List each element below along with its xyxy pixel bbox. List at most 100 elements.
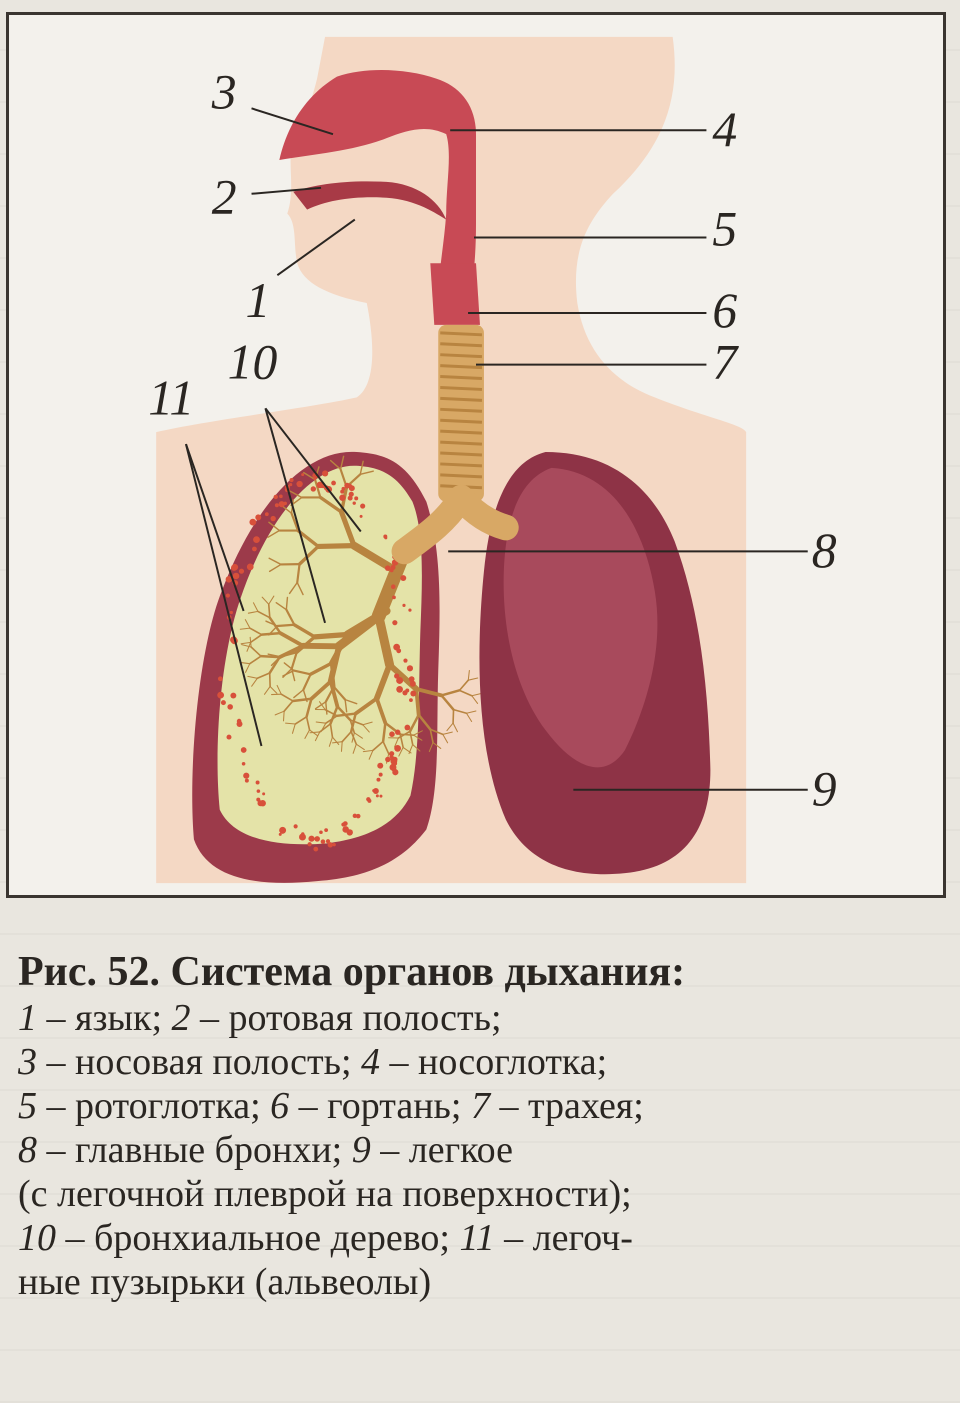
caption-number: 7 [470, 1085, 490, 1127]
label-8: 8 [812, 523, 837, 578]
figure-frame: 3 2 1 4 5 6 7 10 11 8 9 [6, 12, 946, 898]
bronchus-branch [247, 675, 258, 679]
bronchus-branch [394, 737, 399, 748]
alveolus [226, 734, 232, 740]
bronchus-branch [413, 734, 423, 741]
bronchus-branch [309, 729, 318, 737]
bronchus-branch [413, 730, 423, 736]
bronchial-tree [239, 455, 482, 764]
caption-line: ные пузырьки (альвеолы) [18, 1261, 432, 1303]
bronchus-branch [398, 746, 404, 757]
alveolus [342, 826, 349, 833]
label-3: 3 [211, 64, 237, 119]
bronchus-branch [408, 713, 420, 733]
alveolus [249, 518, 257, 526]
alveolus [320, 839, 326, 844]
bronchus-branch [291, 667, 296, 682]
bronchus-branch [412, 744, 421, 752]
bronchus-branch [362, 721, 373, 726]
bronchus-branch [314, 731, 321, 742]
alveolus [354, 496, 359, 501]
caption-line: 1 – язык; 2 – ротовая полость; [18, 996, 938, 1040]
alveolus [220, 700, 226, 706]
bronchus-branch [251, 677, 258, 687]
bronchus-branch [309, 731, 321, 734]
alveolus [396, 676, 404, 684]
bronchus-branch [288, 581, 298, 595]
caption-title: Рис. 52. Система органов дыхания: [18, 949, 686, 995]
alveolus [375, 794, 379, 798]
bronchus-branch [351, 732, 355, 743]
alveolus [355, 813, 361, 819]
bronchus-branch [368, 749, 374, 760]
label-9: 9 [812, 762, 837, 817]
alveolus [246, 563, 254, 571]
alveolus [262, 792, 266, 796]
alveolus [392, 620, 398, 626]
alveolus [259, 800, 266, 807]
bronchus-branch [291, 723, 296, 734]
trachea [438, 324, 484, 502]
bronchus-branch [373, 661, 393, 702]
bronchus-branch [267, 653, 281, 658]
alveolus [410, 690, 417, 697]
bronchus-branch [452, 722, 459, 733]
bronchus-branch [315, 721, 327, 724]
bronchus-branch [314, 478, 322, 499]
alveolus [341, 822, 346, 827]
alveolus [395, 729, 401, 735]
alveolus [289, 483, 293, 487]
label-2: 2 [212, 170, 237, 225]
bronchus-branch [279, 651, 298, 658]
bronchus-branch [292, 623, 317, 639]
bronchus-branch [359, 470, 374, 476]
alveolus [392, 756, 398, 763]
caption-number: 6 [270, 1085, 290, 1127]
caption-line: (с легочной плеврой на поверхности); [18, 1173, 632, 1215]
alveolus [270, 515, 276, 522]
alveolus [393, 643, 401, 651]
bronchus-branch [241, 644, 252, 648]
bronchus-branch [265, 620, 278, 627]
bronchus-branch [302, 689, 308, 703]
bronchus-branch [296, 528, 320, 549]
caption-number: 5 [18, 1085, 37, 1127]
bronchus-branch [402, 746, 412, 754]
bronchus-branch [256, 672, 271, 680]
label-1: 1 [246, 273, 271, 328]
caption-text: – ротовая полость; [190, 997, 502, 1039]
bronchus-branch [263, 685, 271, 695]
bronchus-branch [399, 733, 404, 749]
alveolus [273, 494, 278, 500]
bronchus-branch [302, 673, 312, 691]
alveolus [392, 769, 399, 776]
alveolus [389, 731, 395, 737]
alveolus [348, 484, 352, 488]
bronchus-branch [329, 723, 334, 738]
alveolus [405, 688, 410, 693]
alveolus [404, 724, 411, 731]
alveolus [327, 842, 333, 848]
alveolus [316, 481, 324, 489]
bronchus-branch [442, 733, 449, 744]
bronchus-branch [328, 679, 340, 709]
caption-number: 1 [18, 997, 37, 1039]
bronchus-branch [290, 651, 298, 670]
bronchus-branch [249, 627, 263, 636]
alveolus [236, 720, 243, 727]
trachea-ring [440, 342, 483, 348]
trachea-ring [440, 440, 483, 446]
bronchus-branch [428, 742, 434, 753]
alveolus [400, 575, 407, 582]
bronchus-branch [283, 700, 294, 713]
trachea-ring [440, 473, 483, 479]
bronchus-branch [341, 730, 353, 743]
bronchus-branch [247, 610, 259, 614]
bronchus-branch [285, 596, 289, 611]
main-bronchi [391, 484, 519, 565]
caption-text: – легкое [370, 1129, 514, 1171]
alveolus [310, 486, 316, 492]
alveolus [253, 536, 260, 543]
alveolus [217, 691, 225, 699]
alveolus [264, 512, 269, 517]
